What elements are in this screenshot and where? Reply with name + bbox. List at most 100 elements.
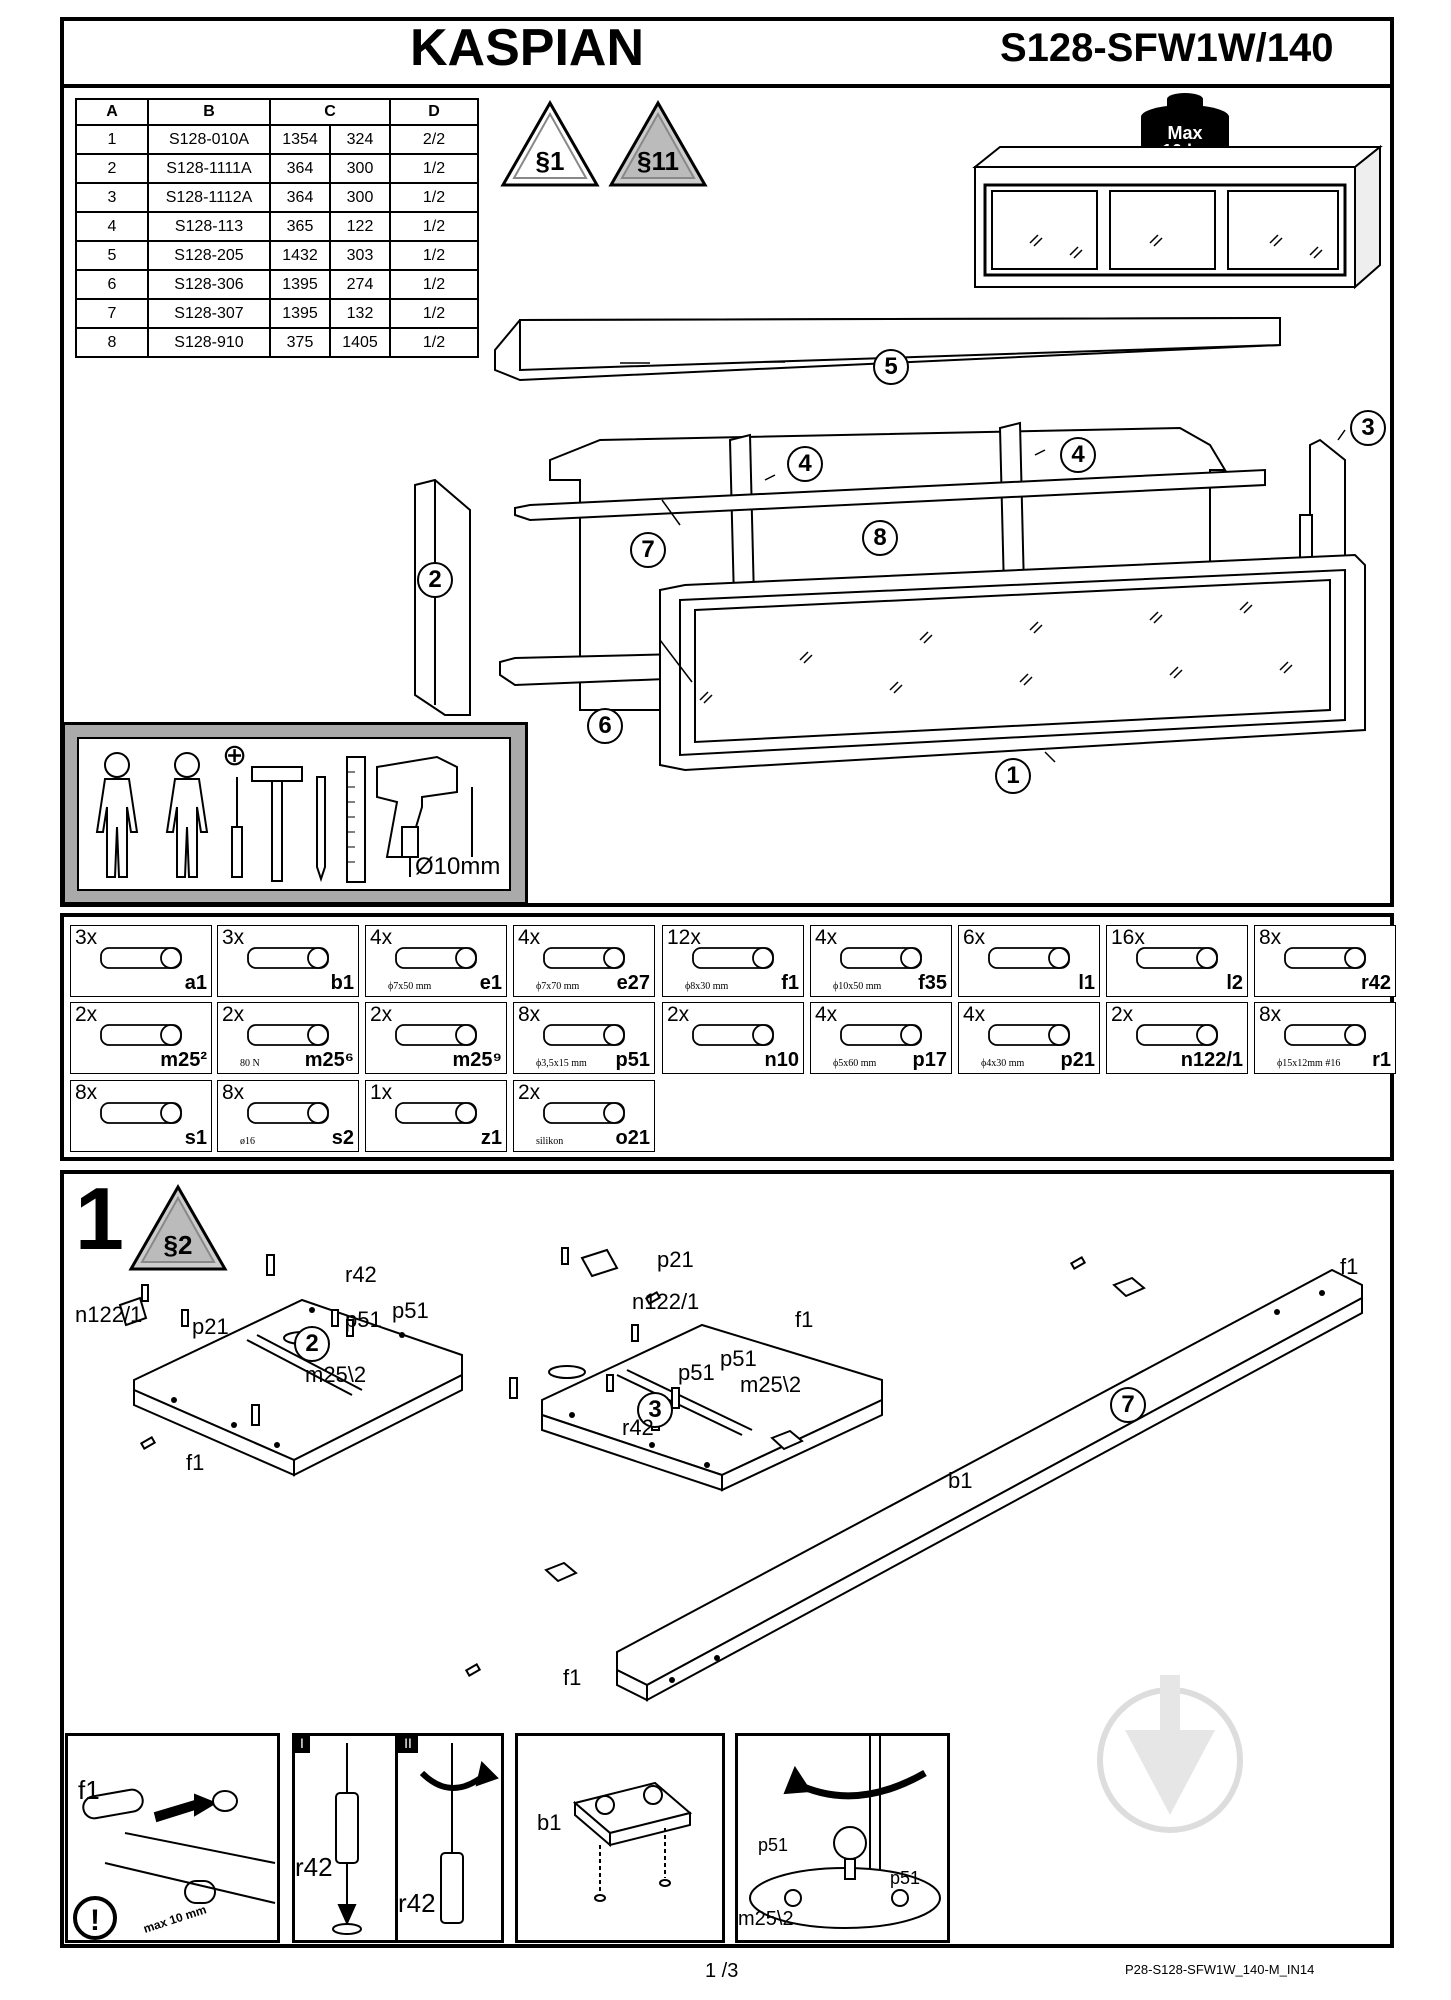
hardware-item: 2x n10 <box>662 1002 804 1074</box>
step1-section-frame <box>60 1170 1394 1948</box>
label-p51-d: p51 <box>678 1360 715 1385</box>
parts-table-cell: 1/2 <box>389 298 479 329</box>
hardware-part-icon <box>100 1102 182 1124</box>
tools-drawing <box>95 752 473 883</box>
label-f1: f1 <box>186 1450 205 1475</box>
part-label-1: 1 <box>995 758 1031 794</box>
parts-table-cell: S128-1111A <box>147 153 271 184</box>
parts-table-cell: S128-205 <box>147 240 271 271</box>
label-b1: b1 <box>948 1468 973 1493</box>
detail-label-r42: r42 <box>295 1852 333 1882</box>
label-f1-c: f1 <box>1340 1254 1359 1279</box>
label-n122-b: n122/1 <box>632 1289 700 1314</box>
hardware-size: ϕ4x30 mm <box>981 1058 1025 1069</box>
hardware-qty: 8x <box>75 1081 98 1104</box>
lift-support-drawing <box>749 1733 941 1929</box>
parts-table-cell: S128-010A <box>147 124 271 155</box>
hardware-size: ϕ5x60 mm <box>833 1058 877 1069</box>
detail-label-p51b: p51 <box>890 1868 921 1888</box>
hardware-part-icon <box>1136 947 1218 969</box>
hardware-code: z1 <box>480 1127 502 1149</box>
hardware-part-icon <box>988 1024 1070 1046</box>
label-m25-b: m25\2 <box>740 1372 802 1397</box>
document-code: P28-S128-SFW1W_140-M_IN14 <box>1125 1962 1315 1977</box>
hardware-qty: 8x <box>1259 926 1282 949</box>
parts-table-cell: 1354 <box>269 124 331 155</box>
parts-table-cell: 1432 <box>269 240 331 271</box>
warning-triangle-icon: §11 <box>608 99 708 187</box>
hardware-qty: 2x <box>370 1003 393 1026</box>
hardware-code: l2 <box>1226 972 1243 994</box>
parts-table-cell: 1405 <box>329 327 391 358</box>
step-number: 1 <box>75 1169 124 1268</box>
hardware-code: r1 <box>1372 1049 1391 1071</box>
hardware-qty: 2x <box>667 1003 690 1026</box>
hinge-plate-drawing <box>572 1781 693 1902</box>
part-label-8: 8 <box>862 520 898 556</box>
hardware-part-icon <box>692 1024 774 1046</box>
parts-table-cell: 303 <box>329 240 391 271</box>
hardware-part-icon <box>100 947 182 969</box>
hardware-qty: 4x <box>815 1003 838 1026</box>
hardware-code: o21 <box>615 1127 650 1149</box>
parts-table-cell: S128-113 <box>147 211 271 242</box>
hardware-part-icon <box>395 1024 477 1046</box>
max-depth-label: max 10 mm <box>142 1902 209 1936</box>
part-label-5: 5 <box>873 349 909 385</box>
hardware-code: n10 <box>764 1049 799 1071</box>
roman-i: I <box>294 1735 310 1753</box>
hardware-code: r42 <box>1360 972 1391 994</box>
hardware-part-icon <box>100 1024 182 1046</box>
parts-table-cell: 1/2 <box>389 269 479 300</box>
hardware-code: f1 <box>781 972 799 994</box>
hardware-part-icon <box>247 1102 329 1124</box>
part-label-4a: 4 <box>787 446 823 482</box>
hardware-qty: 4x <box>370 926 393 949</box>
cam-insert-drawing <box>332 1743 499 1935</box>
parts-table-cell: S128-1112A <box>147 182 271 213</box>
model-code: S128-SFW1W/140 <box>1000 26 1334 70</box>
hardware-part-icon <box>395 1102 477 1124</box>
parts-table-cell: S128-306 <box>147 269 271 300</box>
col-header-b: B <box>147 98 271 126</box>
step1-panel-3: 3 <box>637 1392 673 1428</box>
detail-label-r42b: r42 <box>398 1888 436 1918</box>
parts-table-cell: 2 <box>75 153 149 184</box>
hardware-code: e1 <box>479 972 502 994</box>
part-label-2: 2 <box>417 562 453 598</box>
hardware-qty: 4x <box>815 926 838 949</box>
hardware-qty: 16x <box>1111 926 1145 949</box>
label-m25: m25\2 <box>305 1362 367 1387</box>
hardware-qty: 3x <box>222 926 245 949</box>
parts-table-header: A B C D <box>75 98 479 126</box>
parts-table-cell: 1395 <box>269 269 331 300</box>
hardware-code: a1 <box>184 972 207 994</box>
hardware-qty: 12x <box>667 926 701 949</box>
hardware-code: m25² <box>160 1049 207 1071</box>
parts-table-cell: 1/2 <box>389 240 479 271</box>
detail-box-f1 <box>65 1733 280 1943</box>
drill-size-label: Ø10mm <box>415 853 501 880</box>
cabinet-overview-drawing <box>972 144 1383 290</box>
hardware-code: s2 <box>331 1127 354 1149</box>
hardware-code: e27 <box>616 972 650 994</box>
warning-label-2: §11 <box>637 146 679 176</box>
hardware-size: silikon <box>536 1136 564 1147</box>
parts-table-cell: 1/2 <box>389 182 479 213</box>
page-title: KASPIAN <box>410 19 645 77</box>
hardware-code: p51 <box>615 1049 650 1071</box>
hardware-code: m25⁶ <box>304 1049 354 1071</box>
